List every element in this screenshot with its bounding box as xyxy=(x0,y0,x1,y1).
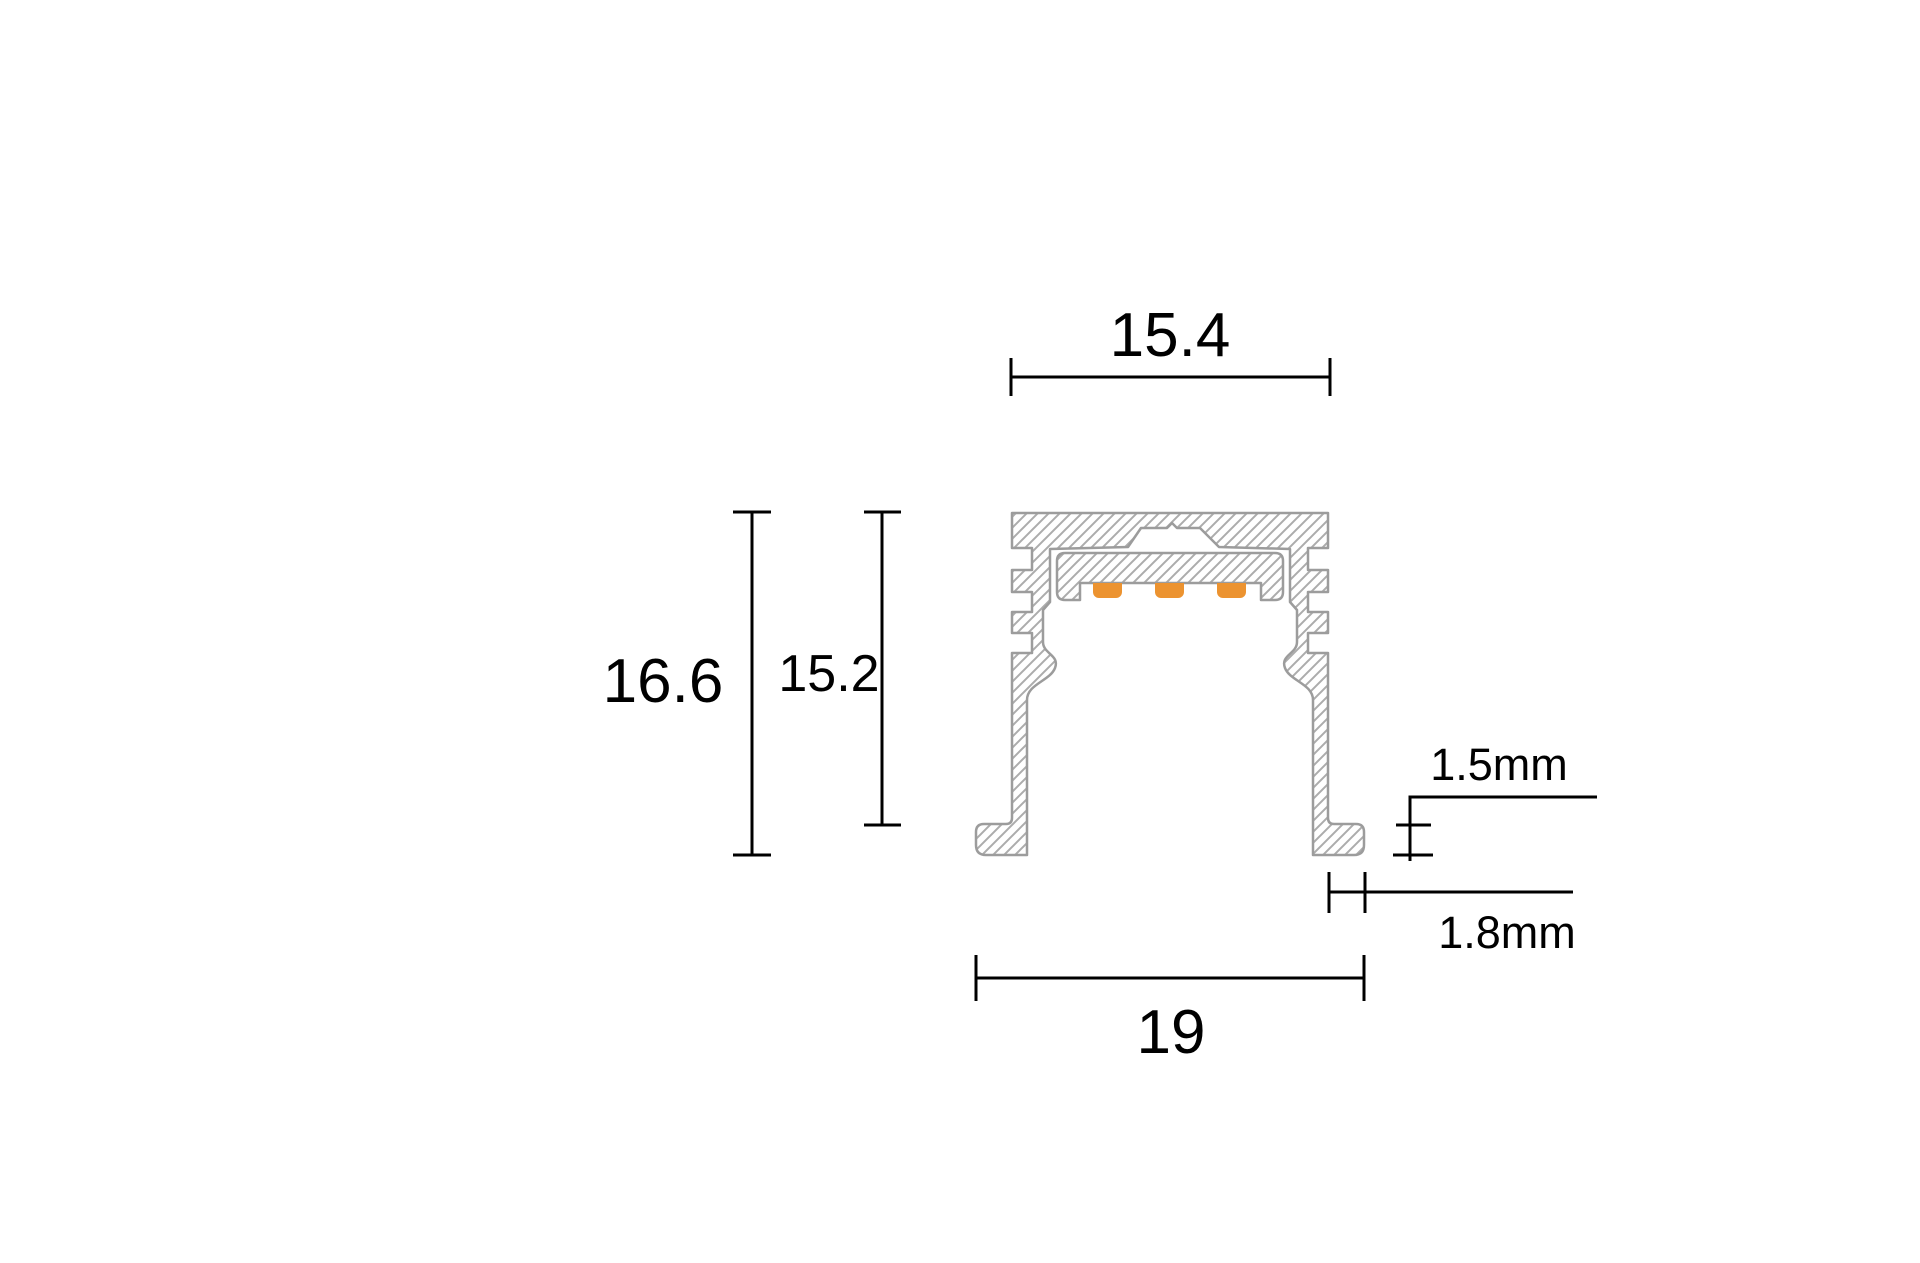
led-chip xyxy=(1217,583,1246,598)
dimension-label-inner-height: 15.2 xyxy=(778,645,879,703)
dimension-label-top-width: 15.4 xyxy=(1110,301,1231,370)
profile-inner-shelf xyxy=(1055,551,1285,602)
dimension-flange-thickness: 1.5mm xyxy=(1393,739,1597,861)
dimension-leader-line xyxy=(1393,795,1597,861)
dimension-label-flange-thickness: 1.5mm xyxy=(1430,739,1568,790)
dimension-bottom-width: 19 xyxy=(974,955,1366,1067)
dimension-overall-height: 16.6 xyxy=(603,510,771,857)
dimension-line xyxy=(733,510,771,857)
profile-cross-section xyxy=(974,511,1366,857)
dimension-line xyxy=(1009,358,1332,396)
led-chips xyxy=(1093,583,1246,598)
dimension-line xyxy=(864,510,901,827)
dimension-label-overall-height: 16.6 xyxy=(603,647,724,716)
dimension-line xyxy=(1327,872,1573,913)
dimension-label-flange-width: 1.8mm xyxy=(1438,907,1576,958)
dimension-inner-height: 15.2 xyxy=(778,510,901,827)
led-chip xyxy=(1093,583,1122,598)
dimension-line xyxy=(974,955,1366,1001)
led-chip xyxy=(1155,583,1184,598)
dimension-flange-width: 1.8mm xyxy=(1327,872,1576,958)
profile-channel-body xyxy=(974,511,1366,857)
dimension-label-bottom-width: 19 xyxy=(1137,998,1206,1067)
dimension-top-width: 15.4 xyxy=(1009,301,1332,396)
